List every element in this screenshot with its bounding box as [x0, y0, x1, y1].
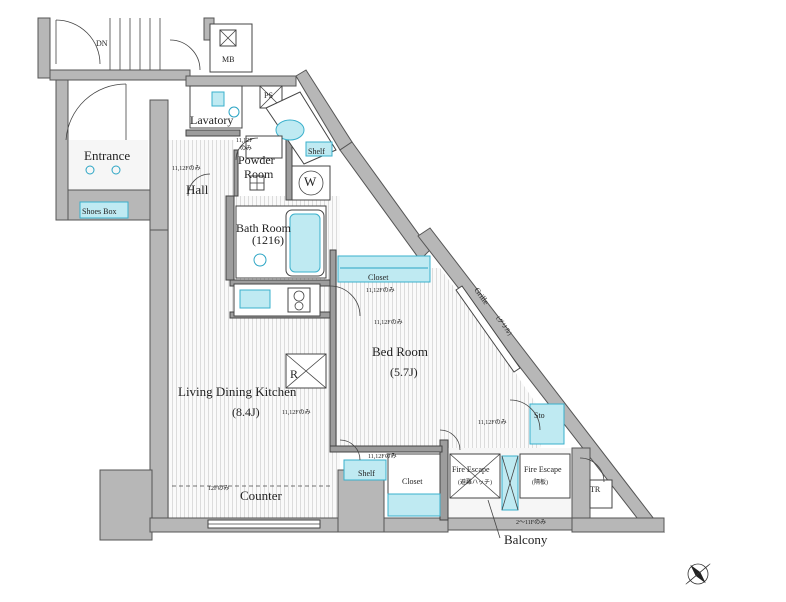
stairs-icon — [109, 18, 161, 70]
dn-label: DN — [96, 39, 108, 48]
fire-escape-2-jp-label: (隔板) — [532, 478, 548, 486]
fire-escape-1-jp-label: (避難ハッチ) — [458, 478, 492, 486]
balcony-label: Balcony — [504, 532, 548, 547]
fixtures — [79, 18, 711, 585]
entrance-label: Entrance — [84, 148, 130, 163]
fire-escape-1-label: Fire Escape — [452, 465, 490, 474]
compass-icon — [685, 563, 711, 585]
toilet-icon — [275, 119, 305, 141]
ps-label: PS — [264, 91, 273, 100]
shoes-box-label: Shoes Box — [82, 207, 116, 216]
doors — [55, 19, 605, 483]
washer-icon — [291, 165, 331, 201]
shelf-bottom-icon — [343, 459, 387, 481]
mb-label: MB — [222, 55, 234, 64]
powder-room-label-2: Room — [244, 167, 274, 181]
note-2-11: 2～11Fのみ — [516, 519, 546, 526]
bath-room-label: Bath Room — [236, 221, 292, 235]
ldk-size-label: (8.4J) — [232, 405, 260, 419]
walls — [37, 17, 666, 541]
shelf-top-label: Shelf — [308, 147, 325, 156]
w-label: W — [304, 174, 317, 189]
counter-label: Counter — [240, 488, 283, 503]
note-11-12-c: 11,12Fのみ — [374, 319, 403, 326]
lavatory-label: Lavatory — [190, 113, 233, 127]
sto-icon — [529, 403, 565, 445]
note-11-12-a: 11,12Fのみ — [172, 165, 201, 172]
tr-label: TR — [590, 485, 601, 494]
shoes-box-icon — [79, 201, 129, 219]
hall-label: Hall — [186, 182, 209, 197]
powder-note-1: 11,12F — [236, 138, 253, 144]
sto-label: Sto — [534, 411, 545, 420]
kitchen-sink-icon — [239, 289, 271, 309]
note-11-12-e: 11,12Fのみ — [478, 419, 507, 426]
fire-escape-partition-icon — [519, 453, 571, 499]
shower-icon — [253, 253, 267, 267]
ldk-label: Living Dining Kitchen — [178, 384, 297, 399]
faucet-icon — [211, 91, 225, 107]
bed-size-label: (5.7J) — [390, 365, 418, 379]
closet-bed-label: Closet — [368, 273, 389, 282]
powder-note-2: のみ — [240, 145, 252, 152]
note-11-12-d: 11,12Fのみ — [282, 409, 311, 416]
bed-room-label: Bed Room — [372, 344, 428, 359]
bath-size-label: (1216) — [252, 233, 284, 247]
shelf-bottom-label: Shelf — [358, 469, 375, 478]
grille-icon — [455, 285, 521, 373]
labels: DN MB PS Lavatory Entrance Shoes Box Hal… — [82, 39, 601, 547]
tr-box-icon — [589, 479, 613, 509]
note-12: 12Fのみ — [208, 485, 229, 492]
fire-escape-2-label: Fire Escape — [524, 465, 562, 474]
note-11-12-f: 11,12Fのみ — [368, 453, 397, 460]
closet-bottom-icon — [387, 493, 441, 517]
fridge-label: R — [290, 367, 298, 381]
powder-room-label-1: Powder — [238, 153, 275, 167]
stove-icon — [287, 287, 311, 313]
note-11-12-b: 11,12Fのみ — [366, 287, 395, 294]
closet-bottom-label: Closet — [402, 477, 423, 486]
balcony-leader — [487, 499, 501, 539]
closet-bed-icon — [337, 255, 431, 283]
